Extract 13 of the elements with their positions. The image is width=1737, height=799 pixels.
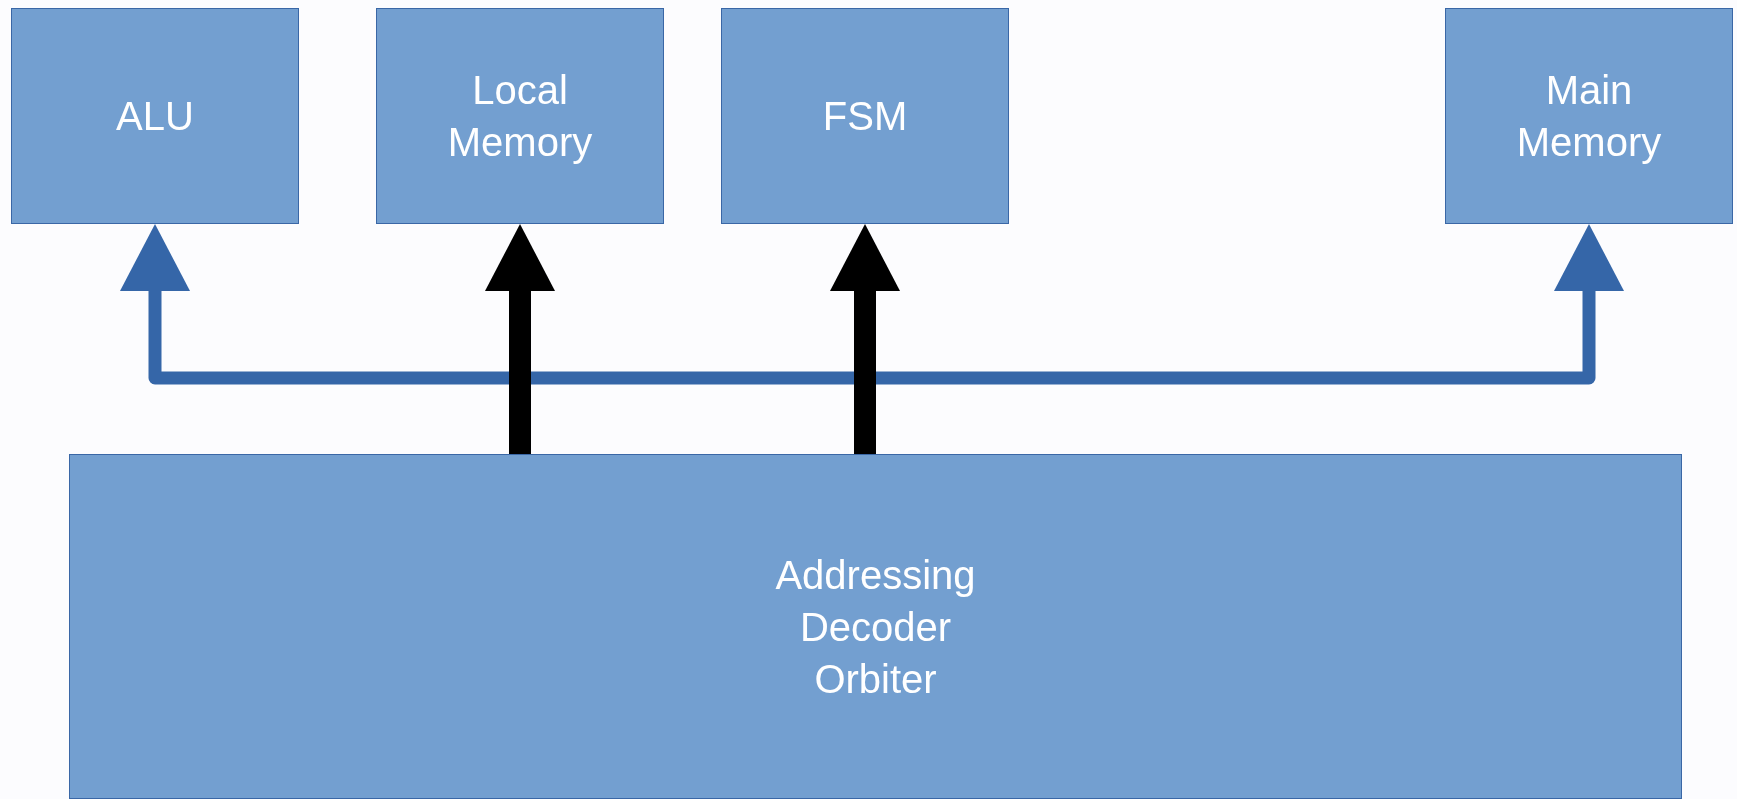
process-box <box>11 8 299 224</box>
process-box <box>376 8 664 224</box>
box-label: Addressing Decoder Orbiter <box>774 551 977 703</box>
process-box <box>721 8 1009 224</box>
arrow <box>830 224 900 454</box>
arrow <box>485 224 555 454</box>
process-box <box>1445 8 1733 224</box>
process-box <box>69 454 1682 799</box>
box-label: FSM <box>822 93 908 140</box>
box-label: ALU <box>116 93 194 140</box>
box-label: Main Memory <box>1515 67 1663 166</box>
box-label: Local Memory <box>446 67 594 166</box>
arrow <box>120 224 1624 385</box>
